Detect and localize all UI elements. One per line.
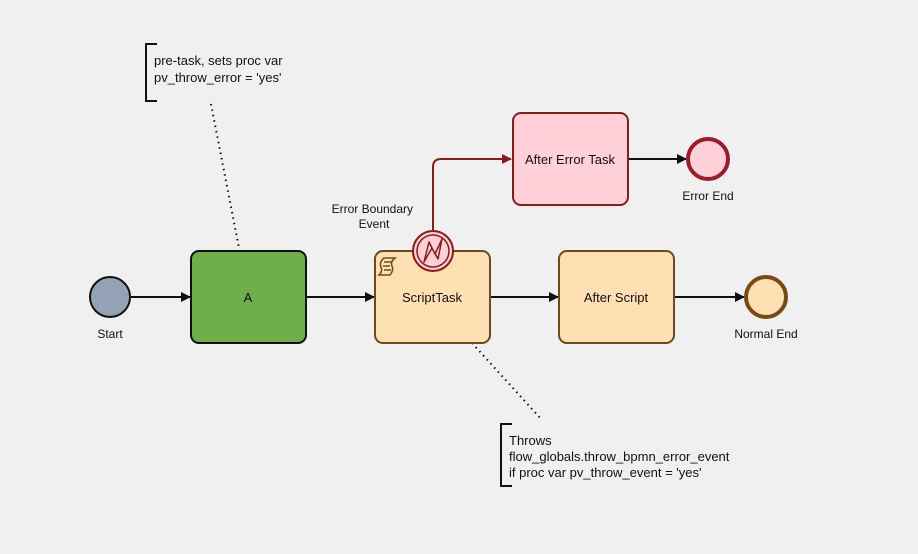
annotation-pre-task-bracket bbox=[145, 43, 157, 102]
annotation-throws-line2: flow_globals.throw_bpmn_error_event bbox=[509, 449, 730, 464]
association-pre-task bbox=[210, 103, 240, 249]
association-throws bbox=[471, 342, 543, 421]
error-boundary-event[interactable] bbox=[412, 230, 454, 272]
annotation-throws-line1: Throws bbox=[509, 433, 552, 448]
error-boundary-label-line2: Event bbox=[359, 217, 390, 231]
after-error-task[interactable] bbox=[512, 112, 629, 206]
normal-end-label: Normal End bbox=[734, 327, 797, 341]
error-lightning-icon bbox=[423, 238, 443, 263]
error-end-event[interactable] bbox=[686, 137, 730, 181]
task-a-label: A bbox=[244, 290, 253, 305]
start-label: Start bbox=[97, 327, 123, 341]
after-script-label: After Script bbox=[584, 290, 649, 305]
script-icon bbox=[377, 257, 398, 276]
task-a[interactable] bbox=[190, 250, 307, 344]
script-task-label: ScriptTask bbox=[402, 290, 462, 305]
error-end-label: Error End bbox=[682, 189, 733, 203]
annotation-pre-task-text: pre-task, sets proc var pv_throw_error =… bbox=[154, 53, 286, 85]
annotation-throws-bracket bbox=[500, 423, 512, 487]
annotation-throws-line3: if proc var pv_throw_event = 'yes' bbox=[509, 465, 701, 480]
start-event[interactable] bbox=[89, 276, 131, 318]
annotation-pre-task-line1: pre-task, sets proc var bbox=[154, 53, 283, 68]
annotation-throws-text: Throws flow_globals.throw_bpmn_error_eve… bbox=[509, 433, 733, 480]
error-boundary-label: Error Boundary Event bbox=[332, 202, 417, 231]
error-boundary-label-line1: Error Boundary bbox=[332, 202, 413, 216]
normal-end-event[interactable] bbox=[744, 275, 788, 319]
annotation-pre-task-line2: pv_throw_error = 'yes' bbox=[154, 70, 281, 85]
after-error-task-label: After Error Task bbox=[525, 152, 616, 167]
flow-boundary-to-after-error[interactable] bbox=[432, 154, 512, 230]
after-script-task[interactable] bbox=[558, 250, 675, 344]
